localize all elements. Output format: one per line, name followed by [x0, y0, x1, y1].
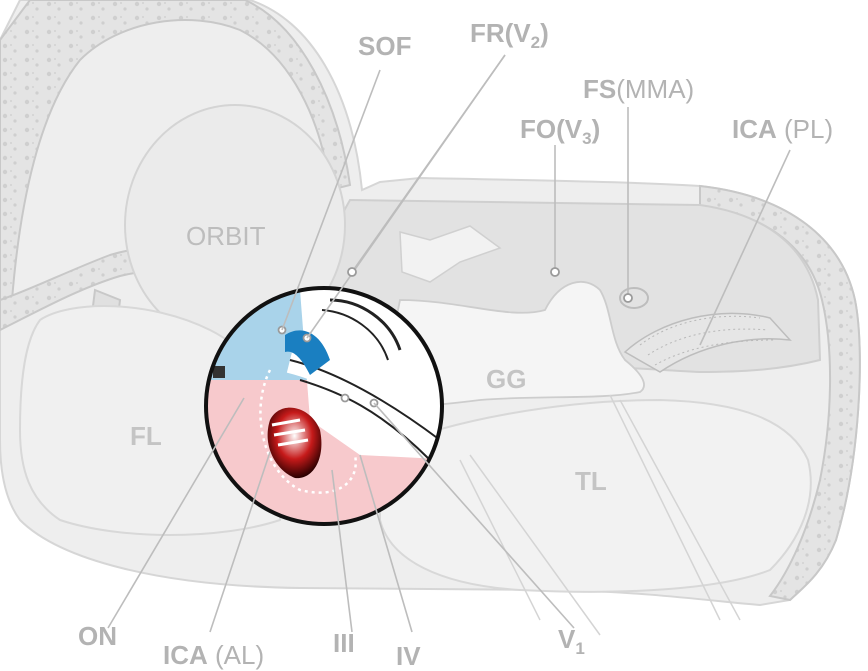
- label-sof: SOF: [358, 31, 411, 61]
- label-fs-mma: FS(MMA): [583, 74, 694, 104]
- label-fr-v2: FR(V2): [470, 18, 549, 52]
- label-gg: GG: [486, 364, 526, 394]
- label-fo-v3: FO(V3): [520, 114, 600, 148]
- label-iii: III: [333, 628, 355, 658]
- label-ica-al: ICA (AL): [163, 640, 264, 670]
- label-ica-pl: ICA (PL): [732, 114, 833, 144]
- label-on: ON: [78, 621, 117, 651]
- label-tl: TL: [575, 466, 607, 496]
- label-fl: FL: [130, 421, 162, 451]
- label-iv: IV: [396, 641, 421, 671]
- skull-outline: [0, 0, 860, 635]
- label-orbit: ORBIT: [186, 221, 266, 251]
- label-v1: V1: [558, 624, 585, 658]
